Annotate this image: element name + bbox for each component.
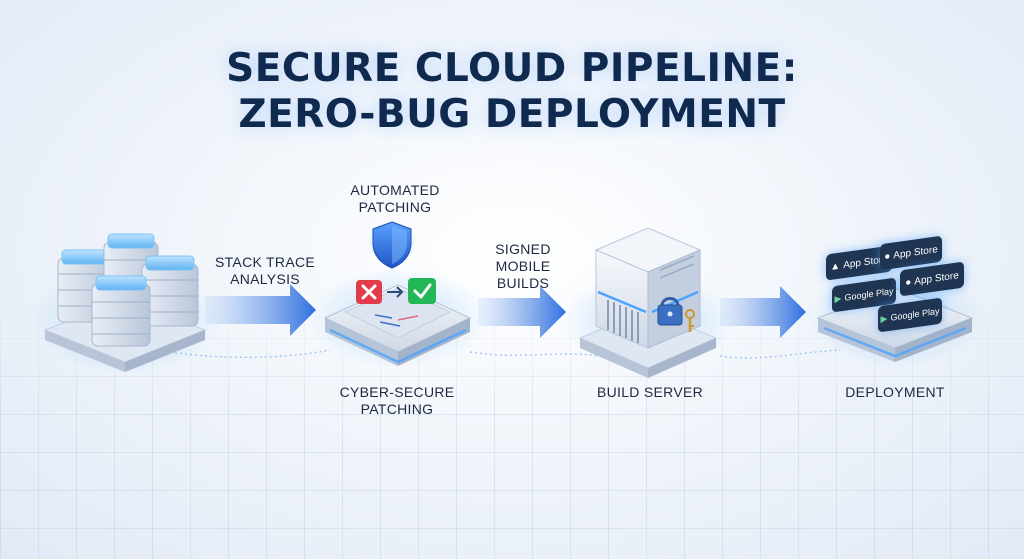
google-play-label-2: Google Play bbox=[890, 305, 940, 323]
label-automated-patching: AUTOMATED PATCHING bbox=[350, 182, 440, 215]
arrow-2-icon bbox=[478, 286, 566, 338]
patching-platform-icon bbox=[308, 268, 488, 368]
shield-icon bbox=[366, 221, 418, 269]
title-line-2: ZERO-BUG DEPLOYMENT bbox=[238, 92, 786, 137]
check-icon bbox=[408, 278, 436, 304]
app-store-label-3: App Store bbox=[914, 269, 959, 287]
app-store-label-2: App Store bbox=[893, 243, 938, 261]
label-signed-mobile-builds: SIGNED MOBILE BUILDS bbox=[495, 241, 551, 291]
label-deployment: DEPLOYMENT bbox=[845, 384, 945, 400]
label-stack-trace-analysis: STACK TRACE ANALYSIS bbox=[214, 254, 316, 287]
arrow-1-icon bbox=[205, 284, 316, 336]
play-icon-2: ▶ bbox=[880, 312, 888, 324]
arrow-right-small-icon bbox=[387, 286, 404, 298]
app-store-icon: ▲ bbox=[830, 260, 841, 273]
build-server-icon bbox=[563, 227, 733, 378]
apple-icon: ● bbox=[884, 250, 891, 263]
label-cyber-secure-patching: CYBER-SECURE PATCHING bbox=[339, 384, 455, 417]
page-title: SECURE CLOUD PIPELINE: ZERO-BUG DEPLOYME… bbox=[0, 46, 1024, 138]
padlock-icon bbox=[657, 297, 683, 326]
data-flow-line bbox=[169, 349, 841, 359]
error-icon bbox=[356, 280, 382, 304]
google-play-label-1: Google Play bbox=[844, 285, 894, 303]
server-cluster-icon bbox=[30, 233, 220, 375]
play-icon: ▶ bbox=[834, 292, 842, 304]
arrow-3-icon bbox=[720, 286, 806, 338]
apple-icon-2: ● bbox=[905, 276, 912, 289]
label-build-server: BUILD SERVER bbox=[596, 384, 704, 400]
key-icon bbox=[685, 309, 695, 332]
title-line-1: SECURE CLOUD PIPELINE: bbox=[226, 46, 798, 91]
